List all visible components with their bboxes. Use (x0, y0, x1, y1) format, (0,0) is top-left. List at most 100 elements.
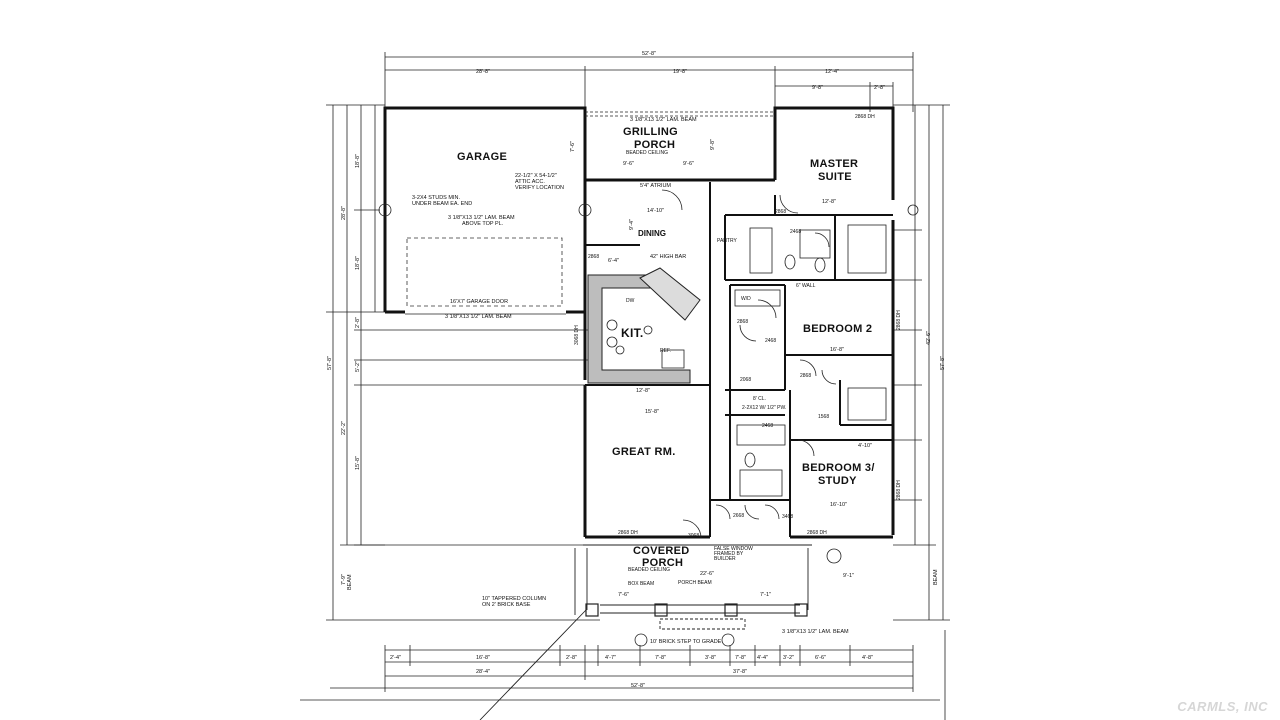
dim-top-left: 28'-8" (476, 69, 490, 75)
dim-l5: 5'-2" (355, 361, 361, 372)
note-pantry: PANTRY (717, 238, 737, 244)
dim-b1: 2'-4" (390, 655, 401, 661)
garage-door-outline (406, 237, 563, 307)
light-fixture-icon (643, 325, 653, 335)
window-great2-2868: 2868 DH (807, 530, 827, 536)
window-callouts: 2868 DH 2868 DH 2868 DH 2868 DH 2868 DH … (574, 114, 902, 539)
dim-cp-w: 22'-6" (700, 571, 714, 577)
note-beam-left: BEAM (347, 574, 353, 590)
door-hall-2868: 2868 (737, 319, 748, 325)
door-dining-2868: 2868 (588, 254, 599, 260)
window-bed2-2868: 2868 DH (896, 310, 902, 330)
room-garage: GARAGE (457, 151, 507, 163)
door-2468-b: 2468 (765, 338, 776, 344)
grilling-porch-outline (585, 111, 775, 117)
exterior-walls (383, 106, 895, 539)
note-high-bar: 42" HIGH BAR (650, 254, 686, 260)
note-porch-lam-beam: 3 1/8"X13 1/2" LAM. BEAM (782, 629, 849, 635)
note-attic-1: 22-1/2" X 54-1/2" (515, 173, 557, 179)
refrigerator-icon (661, 349, 685, 369)
dim-bed2-w: 16'-8" (830, 347, 844, 353)
note-beam-top: 3 1/8"X13 1/2" LAM. BEAM (630, 117, 697, 123)
note-false-window-1: FALSE WINDOW (714, 546, 753, 552)
dim-gr-w2: 15'-8" (645, 409, 659, 415)
note-garage-door: 16'X7' GARAGE DOOR (450, 299, 508, 305)
dim-b7: 7'-8" (735, 655, 746, 661)
kitchen-counters (587, 267, 701, 384)
dim-top-r3: 2'-8" (874, 85, 885, 91)
note-box-beam: BOX BEAM (628, 581, 654, 587)
note-garage-beam-2: ABOVE TOP PL. (462, 221, 504, 227)
dim-l6: 22'-2" (341, 421, 347, 435)
door-2668: 2668 (733, 513, 744, 519)
dim-b9: 3'-2" (783, 655, 794, 661)
watermark: CARMLS, INC (1177, 699, 1268, 714)
sink-icon (606, 319, 618, 331)
room-grilling-porch-line1: GRILLING (623, 126, 678, 138)
note-studs-2: UNDER BEAM EA. END (412, 201, 472, 207)
dim-bot-left: 28'-4" (476, 669, 490, 675)
dim-top-r2: 9'-8" (812, 85, 823, 91)
note-dw: DW (626, 298, 635, 304)
note-ref: REF. (660, 348, 671, 354)
dim-cp-r2: 9'-1" (843, 573, 854, 579)
dim-b10: 6'-6" (815, 655, 826, 661)
dim-right-inner: 42'-6" (926, 331, 932, 345)
dim-bed3-w: 16'-10" (830, 502, 847, 508)
dim-bot-right: 37'-8" (733, 669, 747, 675)
dim-right-overall: 57'-8" (940, 356, 946, 370)
note-brick-step: 10' BRICK STEP TO GRADE (650, 639, 722, 645)
dim-left-overall: 57'-8" (327, 356, 333, 370)
sink-icon (606, 336, 618, 348)
note-beam-right: BEAM (933, 569, 939, 585)
left-dimensions (326, 104, 600, 621)
note-6-wall: 6" WALL (796, 283, 816, 289)
dim-b4: 4'-7" (605, 655, 616, 661)
room-bedroom3-line1: BEDROOM 3/ (802, 462, 875, 474)
note-porch-beam: PORCH BEAM (678, 580, 712, 586)
dim-cp-l: 7'-6" (618, 592, 629, 598)
dim-b8: 4'-4" (757, 655, 768, 661)
door-bed2-2868: 2868 (800, 373, 811, 379)
covered-porch (479, 544, 812, 720)
note-attic-2: ATTIC ACC. (515, 179, 545, 185)
room-great-room: GREAT RM. (612, 446, 676, 458)
dim-b5: 7'-8" (655, 655, 666, 661)
room-labels: GARAGE GRILLING PORCH MASTER SUITE DININ… (457, 126, 875, 569)
door-3468: 3468 (782, 514, 793, 520)
dim-b2: 16'-8" (476, 655, 490, 661)
dim-l4: 2'-8" (355, 317, 361, 328)
dim-overall-top: 52'-8" (642, 51, 656, 57)
note-attic-3: VERIFY LOCATION (515, 185, 564, 191)
room-bedroom2: BEDROOM 2 (803, 323, 872, 335)
note-wd: W/D (741, 296, 751, 302)
note-garage-beam-1: 3 1/8"X13 1/2" LAM. BEAM (448, 215, 515, 221)
door-master-bath-2868: 2868 (775, 209, 786, 215)
dim-cp-r: 7'-1" (760, 592, 771, 598)
note-beaded-ceiling-top: BEADED CEILING (626, 150, 668, 156)
note-closet: 8' CL. (753, 396, 766, 402)
right-dimensions (893, 104, 950, 720)
room-dining: DINING (638, 229, 666, 238)
dim-gp-w2: 9'-6" (683, 161, 694, 167)
dim-kit-w: 6'-4" (608, 258, 619, 264)
room-grilling-porch-line2: PORCH (634, 139, 675, 151)
note-atrium: 5'4" ATRIUM (640, 183, 671, 189)
window-great-2868: 2868 DH (618, 530, 638, 536)
dim-l8: 7'-9" (341, 574, 347, 585)
dim-dining-w: 14'-10" (647, 208, 664, 214)
dim-b11: 4'-8" (862, 655, 873, 661)
door-2068: 2068 (740, 377, 751, 383)
room-master-line2: SUITE (818, 171, 852, 183)
note-garage-beam-3: 3 1/8"X13 1/2" LAM. BEAM (445, 314, 512, 320)
door-2468-a: 2468 (790, 229, 801, 235)
note-false-window-2: FRAMED BY (714, 551, 744, 557)
door-2468-c: 2468 (762, 423, 773, 429)
dim-l3: 18'-8" (355, 256, 361, 270)
interior-walls (585, 182, 893, 537)
window-kit-3068: 3068 DH (574, 325, 580, 345)
note-column-2: ON 2' BRICK BASE (482, 602, 531, 608)
light-fixture-icon (615, 345, 625, 355)
window-bed3-2868: 2868 DH (896, 480, 902, 500)
